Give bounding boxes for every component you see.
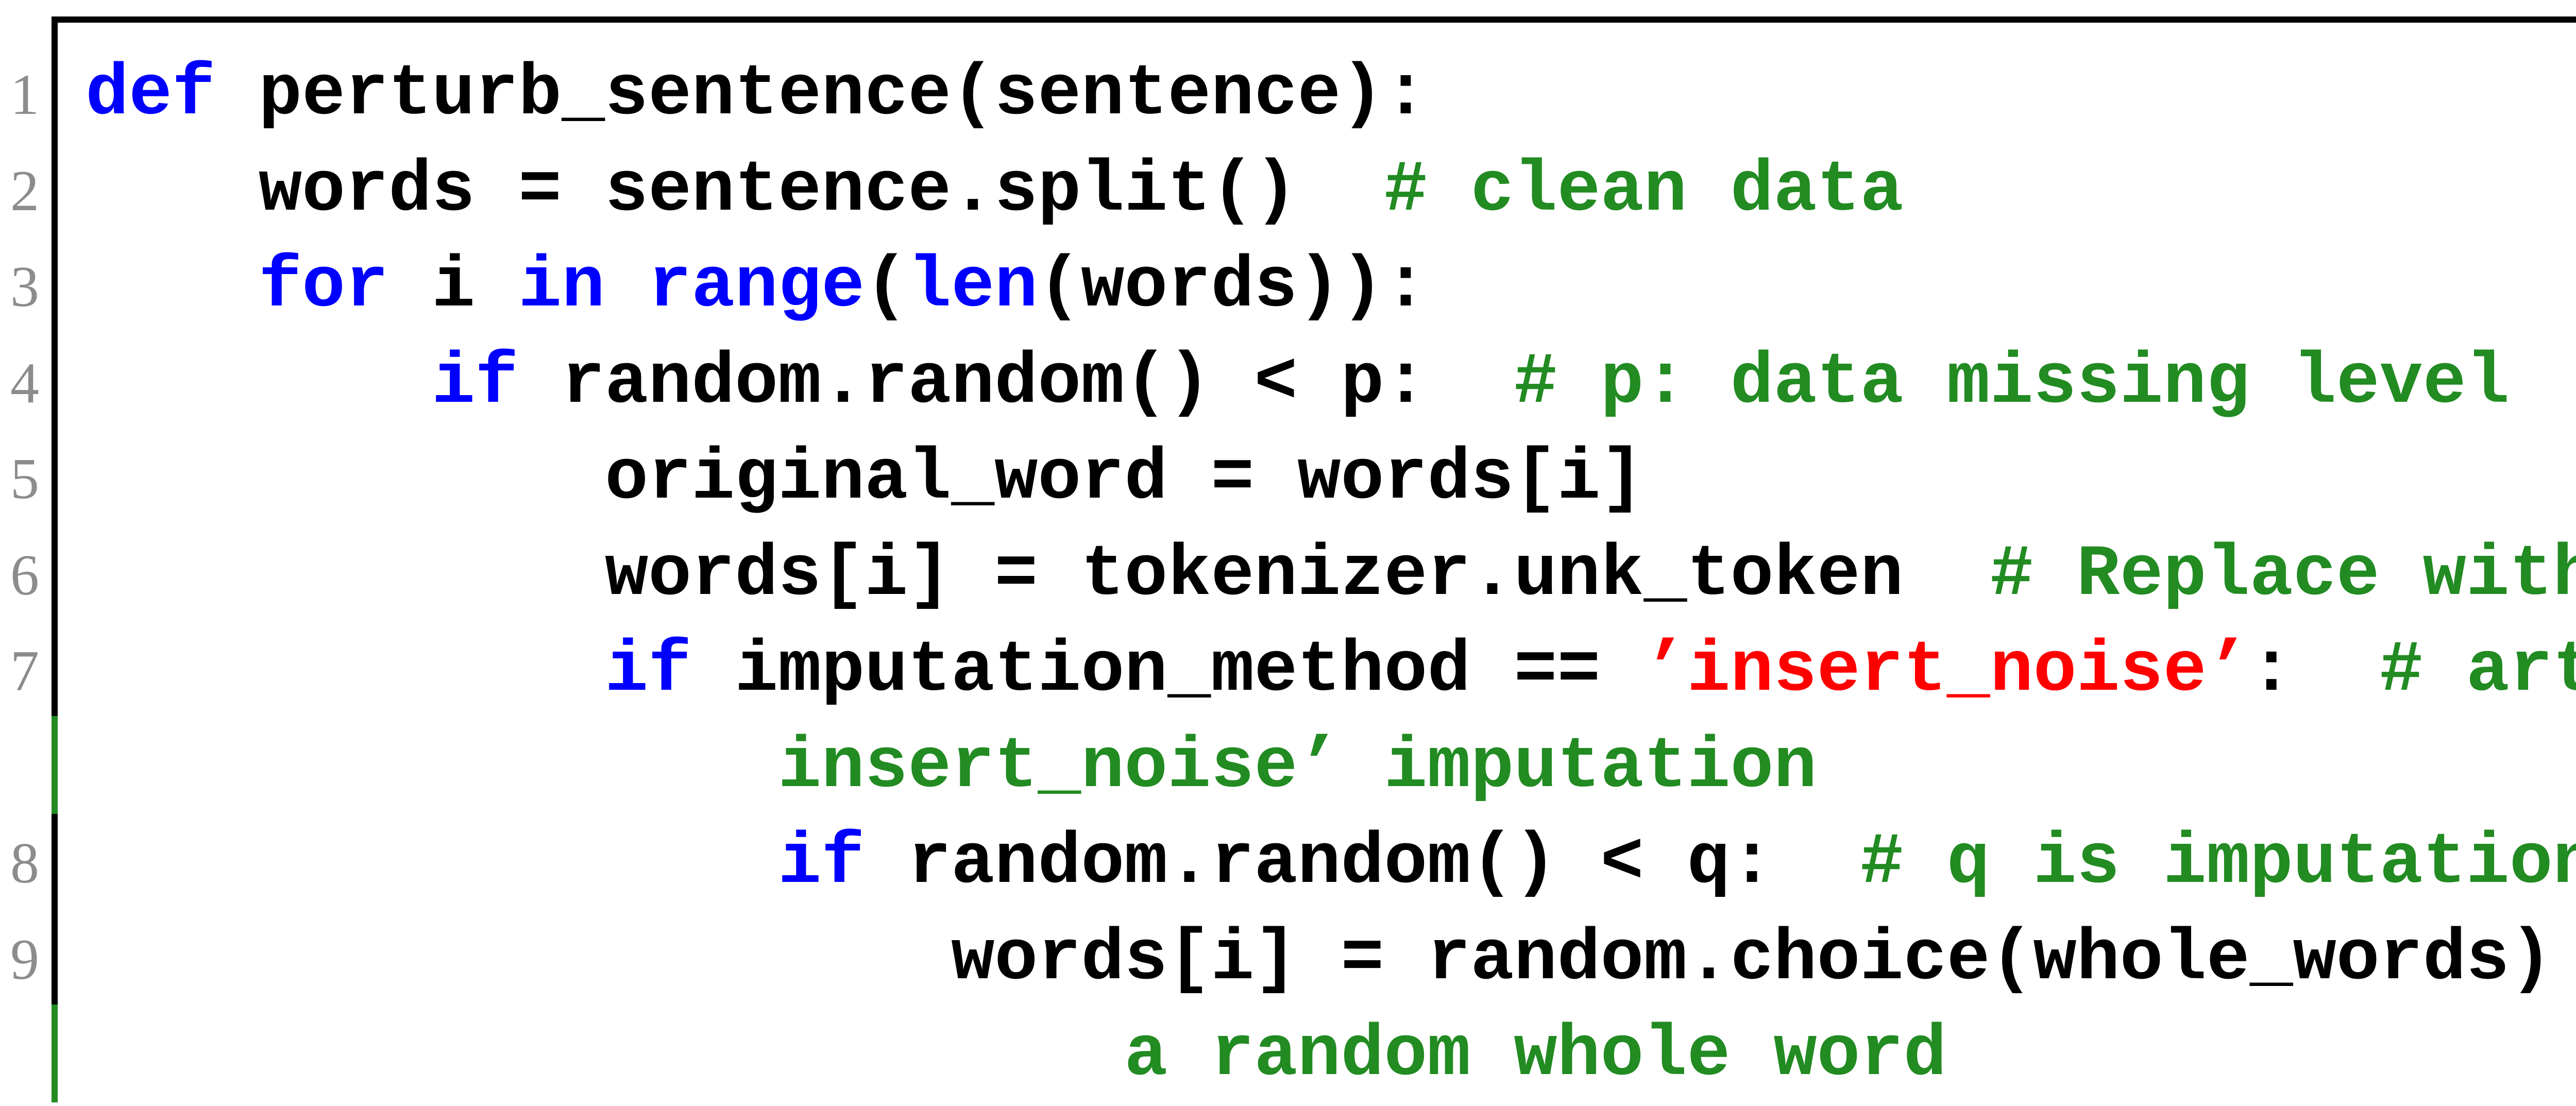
listing-frame-top-rule [52, 16, 2576, 23]
token-comment: # clean data [1384, 149, 1904, 232]
token-plain: random.random() < p: [518, 342, 1514, 424]
token-plain [86, 630, 605, 712]
code-line: words[i] = tokenizer.unk_token # Replace… [86, 528, 2576, 624]
line-number: 3 [10, 255, 39, 319]
token-comment: insert_noise’ imputation [86, 726, 1817, 808]
token-plain [86, 342, 432, 424]
token-plain: words = sentence.split() [86, 149, 1384, 232]
token-comment: # artificial ’ [2379, 630, 2576, 712]
token-comment: # Replace with [UNK] [1990, 534, 2576, 616]
token-plain: (words)): [1038, 246, 1428, 328]
line-number: 2 [10, 159, 39, 223]
code-line: original_word = words[i] [86, 431, 2576, 528]
frame-left-segment-green [52, 1005, 58, 1102]
code-line: if random.random() < q: # q is imputatio… [86, 815, 2576, 912]
code-lines: def perturb_sentence(sentence): words = … [86, 47, 2576, 1104]
token-plain: imputation_method == [691, 630, 1644, 712]
token-keyword: len [908, 246, 1038, 328]
listing-frame-left-rule [52, 16, 58, 1102]
frame-left-segment-black [52, 814, 58, 1005]
token-comment: a random whole word [86, 1014, 1947, 1096]
token-plain [86, 246, 259, 328]
line-number [0, 720, 39, 816]
code-line: if imputation_method == ’insert_noise’: … [86, 623, 2576, 720]
token-keyword: if [605, 630, 692, 712]
token-plain: words[i] = tokenizer.unk_token [86, 534, 1990, 616]
line-number: 1 [10, 63, 39, 127]
token-plain [86, 822, 778, 904]
token-plain: ( [865, 246, 908, 328]
token-plain: : [2249, 630, 2380, 712]
token-plain: perturb_sentence(sentence): [215, 54, 1428, 135]
code-line: words[i] = random.choice(whole_words) # … [86, 912, 2576, 1008]
line-number: 8 [10, 831, 39, 895]
token-comment: # p: data missing level [1514, 342, 2510, 424]
token-plain [605, 246, 648, 328]
line-number [0, 1008, 39, 1104]
line-number: 4 [10, 351, 39, 415]
token-keyword: if [778, 822, 865, 904]
token-plain: random.random() < q: [865, 822, 1860, 904]
token-keyword: if [432, 342, 519, 424]
token-string: ’insert_noise’ [1643, 630, 2250, 712]
token-plain: original_word = words[i] [86, 438, 1644, 520]
code-line: insert_noise’ imputation [86, 720, 2576, 816]
line-number: 6 [10, 543, 39, 607]
code-line: words = sentence.split() # clean data [86, 143, 2576, 240]
token-keyword: def [86, 54, 216, 135]
code-line: def perturb_sentence(sentence): [86, 47, 2576, 143]
token-plain: words[i] = random.choice(whole_words) [86, 918, 2576, 1000]
token-comment: # q is imputation noise level [1860, 822, 2576, 904]
token-plain: i [388, 246, 519, 328]
frame-left-segment-green [52, 716, 58, 814]
line-number: 7 [10, 639, 39, 703]
token-keyword: range [648, 246, 865, 328]
code-line: for i in range(len(words)): [86, 239, 2576, 335]
token-keyword: for [259, 246, 389, 328]
frame-left-segment-black [52, 16, 58, 716]
code-line: if random.random() < p: # p: data missin… [86, 335, 2576, 432]
token-keyword: in [518, 246, 605, 328]
line-number: 5 [10, 447, 39, 511]
line-number-gutter: 1 2 3 4 5 6 7 8 9 [0, 47, 39, 1104]
code-line: a random whole word [86, 1008, 2576, 1104]
line-number: 9 [10, 927, 39, 992]
